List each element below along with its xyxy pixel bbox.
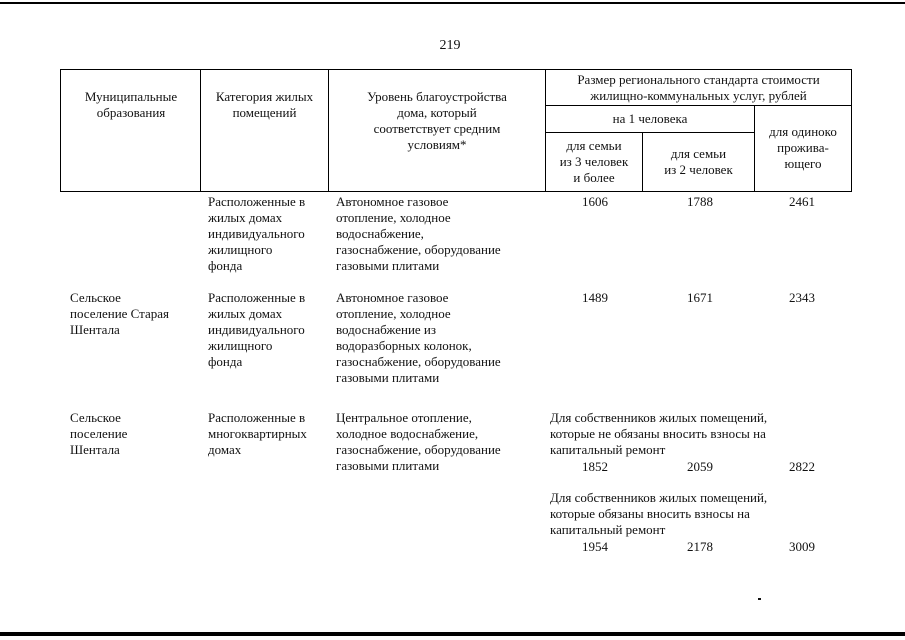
row-level: Центральное отопление, холодное водоснаб… (336, 410, 501, 473)
subgroup-note: Для собственников жилых помещений, котор… (550, 410, 768, 457)
page-number: 219 (439, 38, 461, 53)
header-level: Уровень благоустройства дома, который со… (367, 89, 507, 152)
header-municipality: Муниципальные образования (84, 89, 178, 120)
row-category: Расположенные в жилых домах индивидуальн… (208, 194, 306, 273)
page-bottom-rule (0, 632, 905, 636)
header-family3: для семьи из 3 человек и более (559, 138, 629, 185)
header-single: для одиноко прожива- ющего (769, 124, 837, 171)
row-level: Автономное газовое отопление, холодное в… (336, 290, 501, 385)
header-category: Категория жилых помещений (215, 89, 314, 120)
subgroup-note: Для собственников жилых помещений, котор… (550, 490, 768, 537)
value-family3: 1954 (582, 539, 608, 554)
row-municipality: Сельское поселение Старая Шентала (70, 290, 170, 337)
header-size-group: Размер регионального стандарта стоимости… (577, 72, 820, 103)
value-family2: 2178 (687, 539, 713, 554)
row-category: Расположенные в многоквартирных домах (208, 410, 307, 457)
row-municipality: Сельское поселение Шентала (70, 410, 128, 457)
value-single: 2461 (789, 194, 815, 209)
value-family2: 2059 (687, 459, 713, 474)
value-family2: 1671 (687, 290, 713, 305)
page-top-rule (0, 2, 905, 4)
row-level: Автономное газовое отопление, холодное в… (336, 194, 501, 273)
value-family3: 1606 (582, 194, 608, 209)
value-single: 3009 (789, 539, 815, 554)
value-single: 2822 (789, 459, 815, 474)
header-family2: для семьи из 2 человек (664, 146, 733, 177)
header-per-person: на 1 человека (612, 111, 688, 126)
value-family3: 1852 (582, 459, 608, 474)
row-category: Расположенные в жилых домах индивидуальн… (208, 290, 306, 369)
scan-speck (758, 598, 761, 600)
value-family2: 1788 (687, 194, 713, 209)
value-family3: 1489 (582, 290, 608, 305)
value-single: 2343 (789, 290, 815, 305)
